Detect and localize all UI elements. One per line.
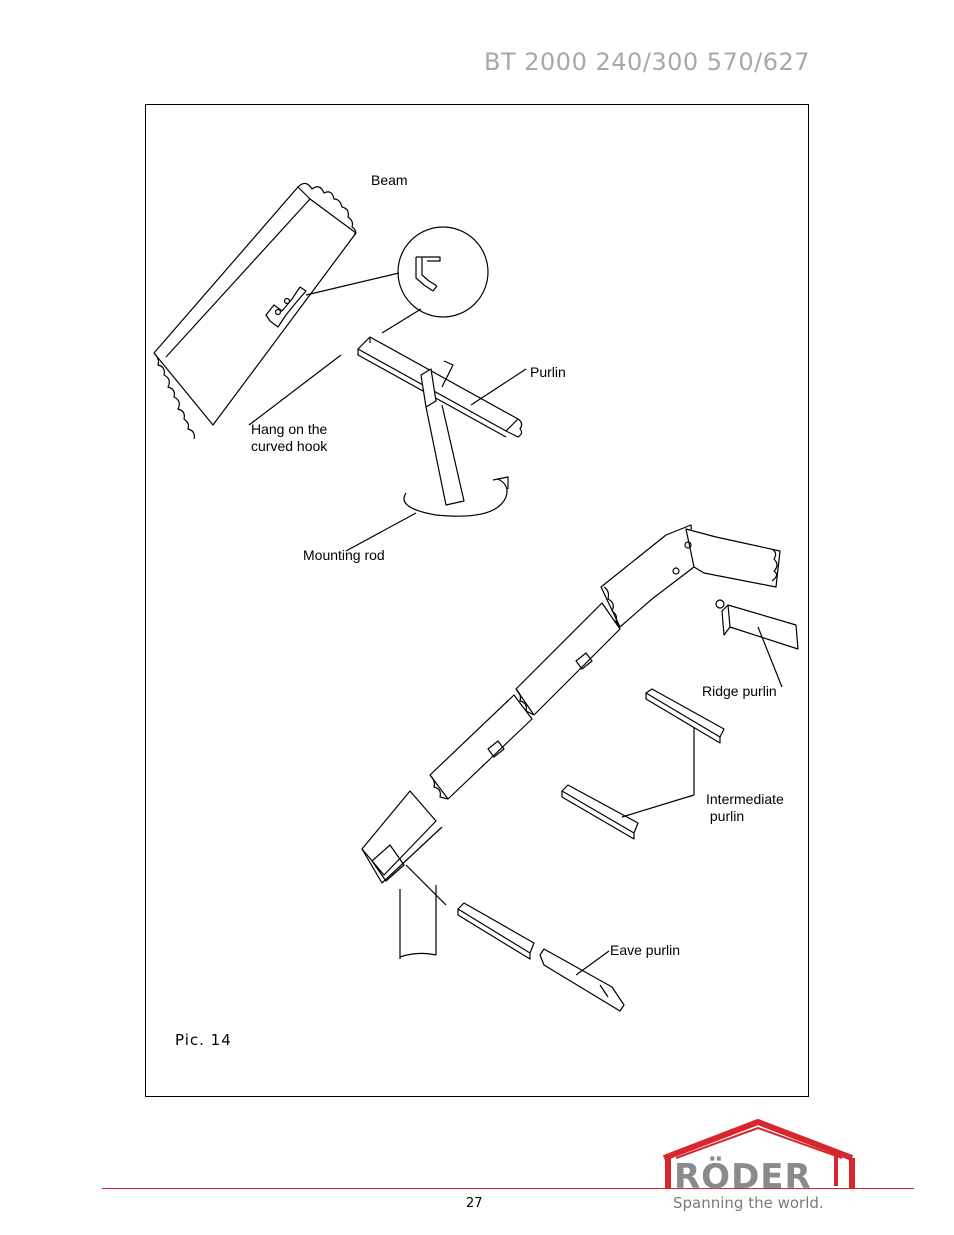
loose-purlins-drawing: [457, 599, 799, 1012]
label-purlin: Purlin: [530, 364, 566, 380]
label-intermediate-purlin: Intermediate purlin: [706, 791, 784, 824]
figure-caption: Pic. 14: [175, 1031, 232, 1049]
hook-detail: [305, 226, 489, 334]
page-number: 27: [466, 1196, 483, 1211]
assembly-drawing: [153, 182, 799, 1012]
purlin-drawing: [248, 336, 527, 552]
frame-assembly-drawing: [361, 524, 781, 959]
label-beam: Beam: [371, 172, 408, 188]
brand-tagline: Spanning the world.: [673, 1194, 824, 1212]
document-title: BT 2000 240/300 570/627: [484, 48, 810, 76]
beam-drawing: [153, 182, 357, 440]
label-hang-on-hook: Hang on the curved hook: [251, 421, 328, 454]
footer-divider: [102, 1188, 914, 1189]
figure-frame: Beam Purlin Hang on the curved hook Moun…: [145, 104, 809, 1097]
label-mounting-rod: Mounting rod: [303, 547, 385, 563]
label-eave-purlin: Eave purlin: [610, 942, 681, 958]
svg-text:RÖDER: RÖDER: [674, 1156, 812, 1197]
label-ridge-purlin: Ridge purlin: [702, 683, 777, 699]
roder-logo: RÖDER: [660, 1118, 860, 1218]
